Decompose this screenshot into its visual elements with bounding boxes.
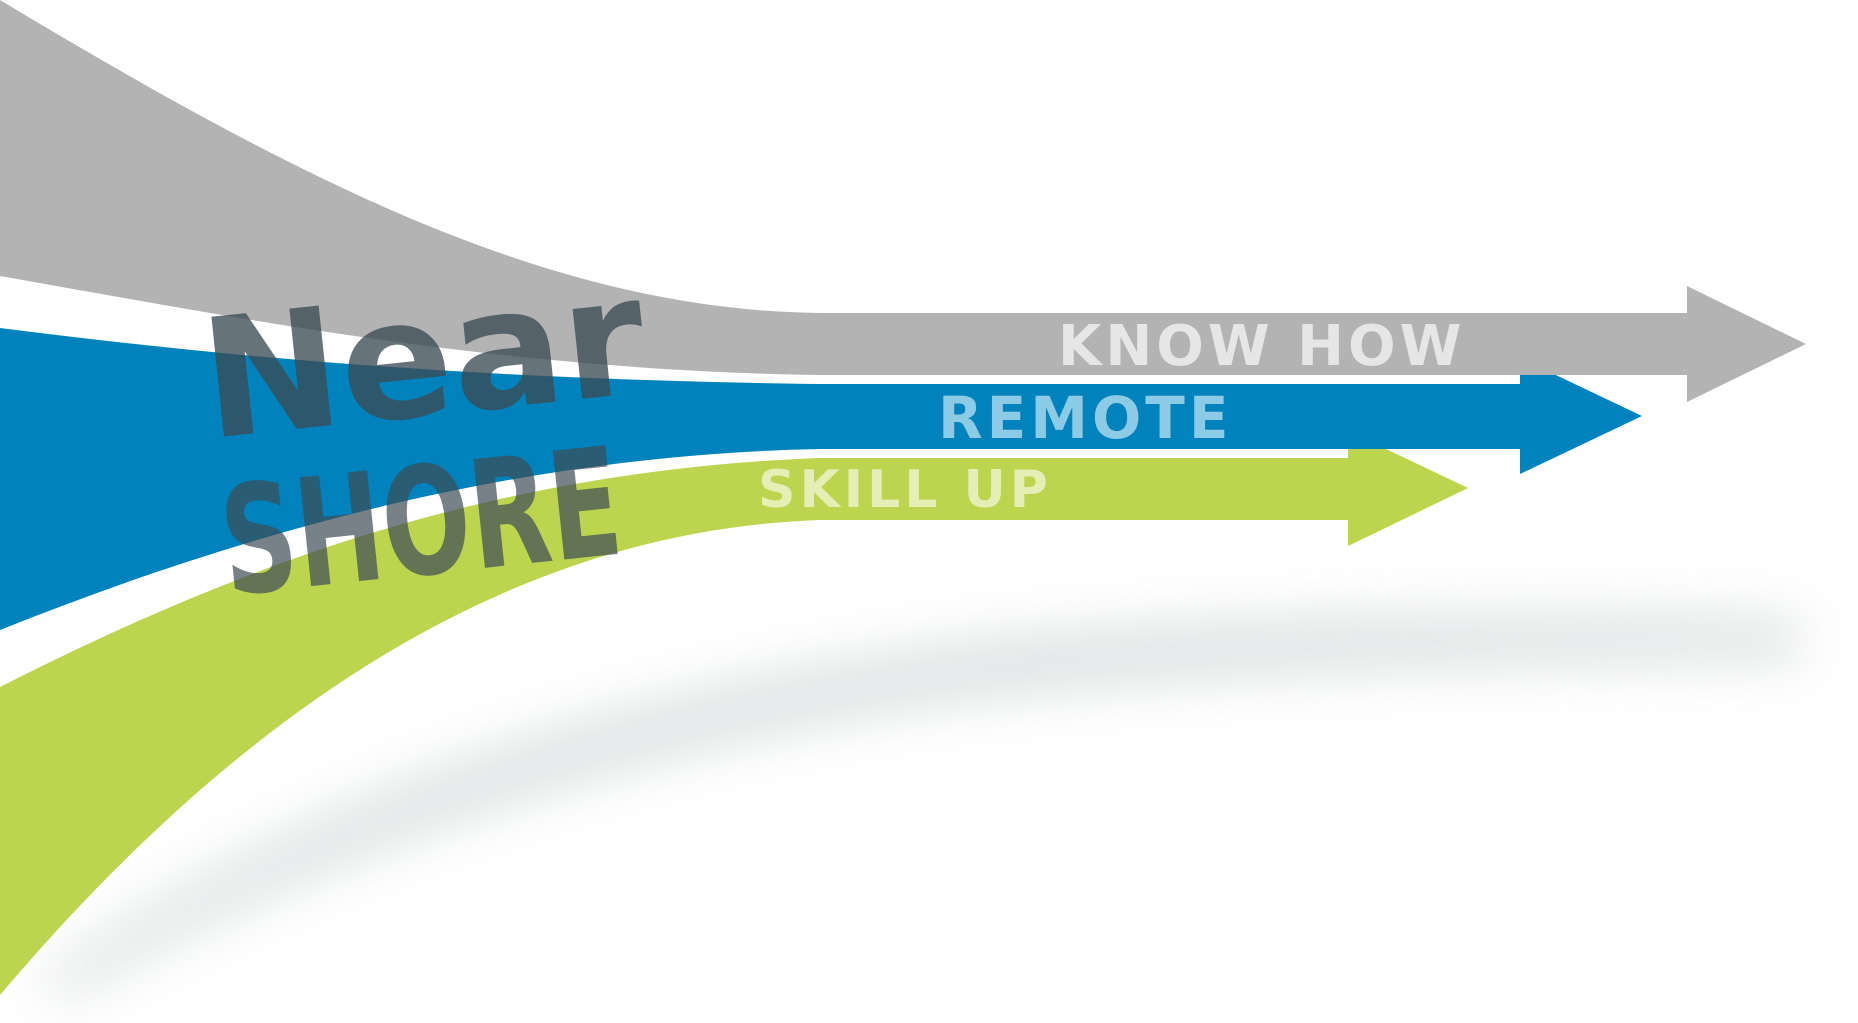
skill-up-arrow <box>0 431 1468 995</box>
remote-arrow <box>0 328 1642 630</box>
skill-up-label: SKILL UP <box>758 460 1052 520</box>
nearshore-title: Near SHORE <box>193 240 653 631</box>
know-how-label: KNOW HOW <box>1058 314 1465 379</box>
know-how-arrow <box>0 0 1806 402</box>
title-line-near: Near <box>193 240 653 477</box>
ribbon-shadow <box>40 616 1800 1000</box>
remote-label: REMOTE <box>938 384 1233 452</box>
title-line-shore: SHORE <box>213 416 629 631</box>
